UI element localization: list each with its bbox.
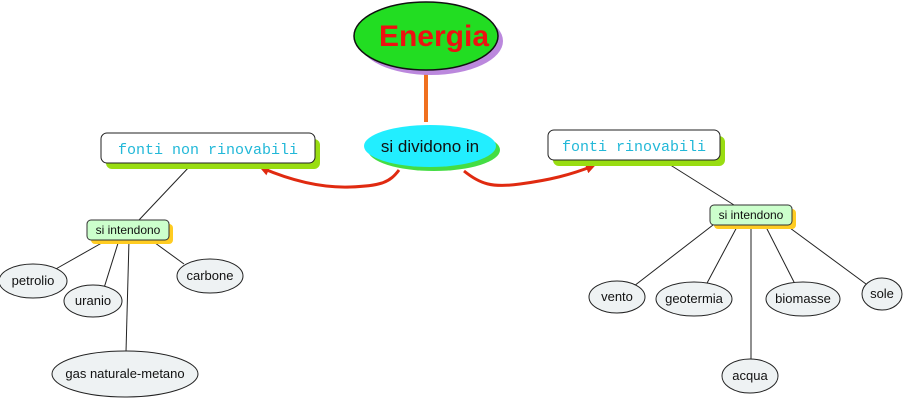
root-node-label: Energia	[379, 20, 489, 53]
connector-node-body	[364, 125, 496, 167]
category-non-renewable[interactable]: fonti non rinovabili	[100, 132, 320, 169]
leaf-carbone-shape	[176, 258, 244, 294]
leaf-sole[interactable]: sole	[861, 277, 903, 311]
line-left-link-to-petrolio	[53, 239, 108, 271]
line-right-link-to-sole	[789, 227, 867, 285]
link-right-label: si intendono	[719, 208, 784, 222]
category-renewable[interactable]: fonti rinovabili	[547, 129, 725, 166]
leaf-geotermia[interactable]: geotermia	[655, 281, 733, 317]
root-node-body	[353, 1, 499, 71]
connector-node[interactable]: si dividono in	[364, 125, 500, 171]
link-left-body	[86, 219, 170, 241]
leaf-uranio[interactable]: uranio	[63, 284, 123, 318]
leaf-gas-naturale-metano[interactable]: gas naturale-metano	[51, 350, 199, 398]
link-left-si-intendono[interactable]: si intendono	[86, 219, 173, 244]
category-renewable-label: fonti rinovabili	[562, 139, 706, 156]
leaf-carbone[interactable]: carbone	[176, 258, 244, 294]
leaf-petrolio[interactable]: petrolio	[0, 263, 68, 299]
leaf-vento[interactable]: vento	[588, 280, 646, 314]
line-left-link-to-gas	[125, 239, 130, 353]
leaf-vento-shape	[588, 280, 646, 314]
leaf-gas-shape	[51, 350, 199, 398]
leaf-petrolio-label: petrolio	[12, 273, 55, 288]
leaf-geotermia-shape	[655, 281, 733, 317]
category-renewable-body	[547, 129, 721, 161]
leaf-biomasse-shape	[765, 281, 841, 317]
link-right-si-intendono[interactable]: si intendono	[709, 204, 796, 229]
leaf-acqua-label: acqua	[732, 368, 768, 383]
leaf-sole-label: sole	[870, 286, 894, 301]
leaf-sole-shape	[861, 277, 903, 311]
line-left-category-to-link	[138, 165, 191, 221]
root-node[interactable]: Energia	[353, 1, 503, 75]
line-right-category-to-link	[663, 160, 735, 206]
arrow-left	[259, 166, 401, 189]
leaf-uranio-shape	[63, 284, 123, 318]
line-right-link-to-geotermia	[705, 224, 739, 286]
leaf-gas-label: gas naturale-metano	[65, 366, 184, 381]
line-left-link-to-uranio	[103, 239, 120, 289]
leaf-acqua[interactable]: acqua	[721, 358, 779, 394]
link-left-label: si intendono	[96, 223, 161, 237]
leaf-biomasse[interactable]: biomasse	[765, 281, 841, 317]
category-non-renewable-body	[100, 132, 316, 164]
leaf-vento-label: vento	[601, 289, 633, 304]
connector-node-label: si dividono in	[381, 137, 479, 156]
leaf-geotermia-label: geotermia	[665, 291, 724, 306]
leaf-uranio-label: uranio	[75, 293, 111, 308]
leaf-acqua-shape	[721, 358, 779, 394]
link-right-body	[709, 204, 793, 226]
leaf-biomasse-label: biomasse	[775, 291, 831, 306]
line-right-link-to-biomasse	[764, 224, 796, 285]
arrow-right	[463, 163, 596, 187]
leaf-carbone-label: carbone	[187, 268, 234, 283]
line-right-link-to-vento	[633, 224, 714, 287]
connector-lines	[53, 160, 867, 360]
leaf-petrolio-shape	[0, 263, 68, 299]
category-non-renewable-label: fonti non rinovabili	[118, 142, 298, 159]
